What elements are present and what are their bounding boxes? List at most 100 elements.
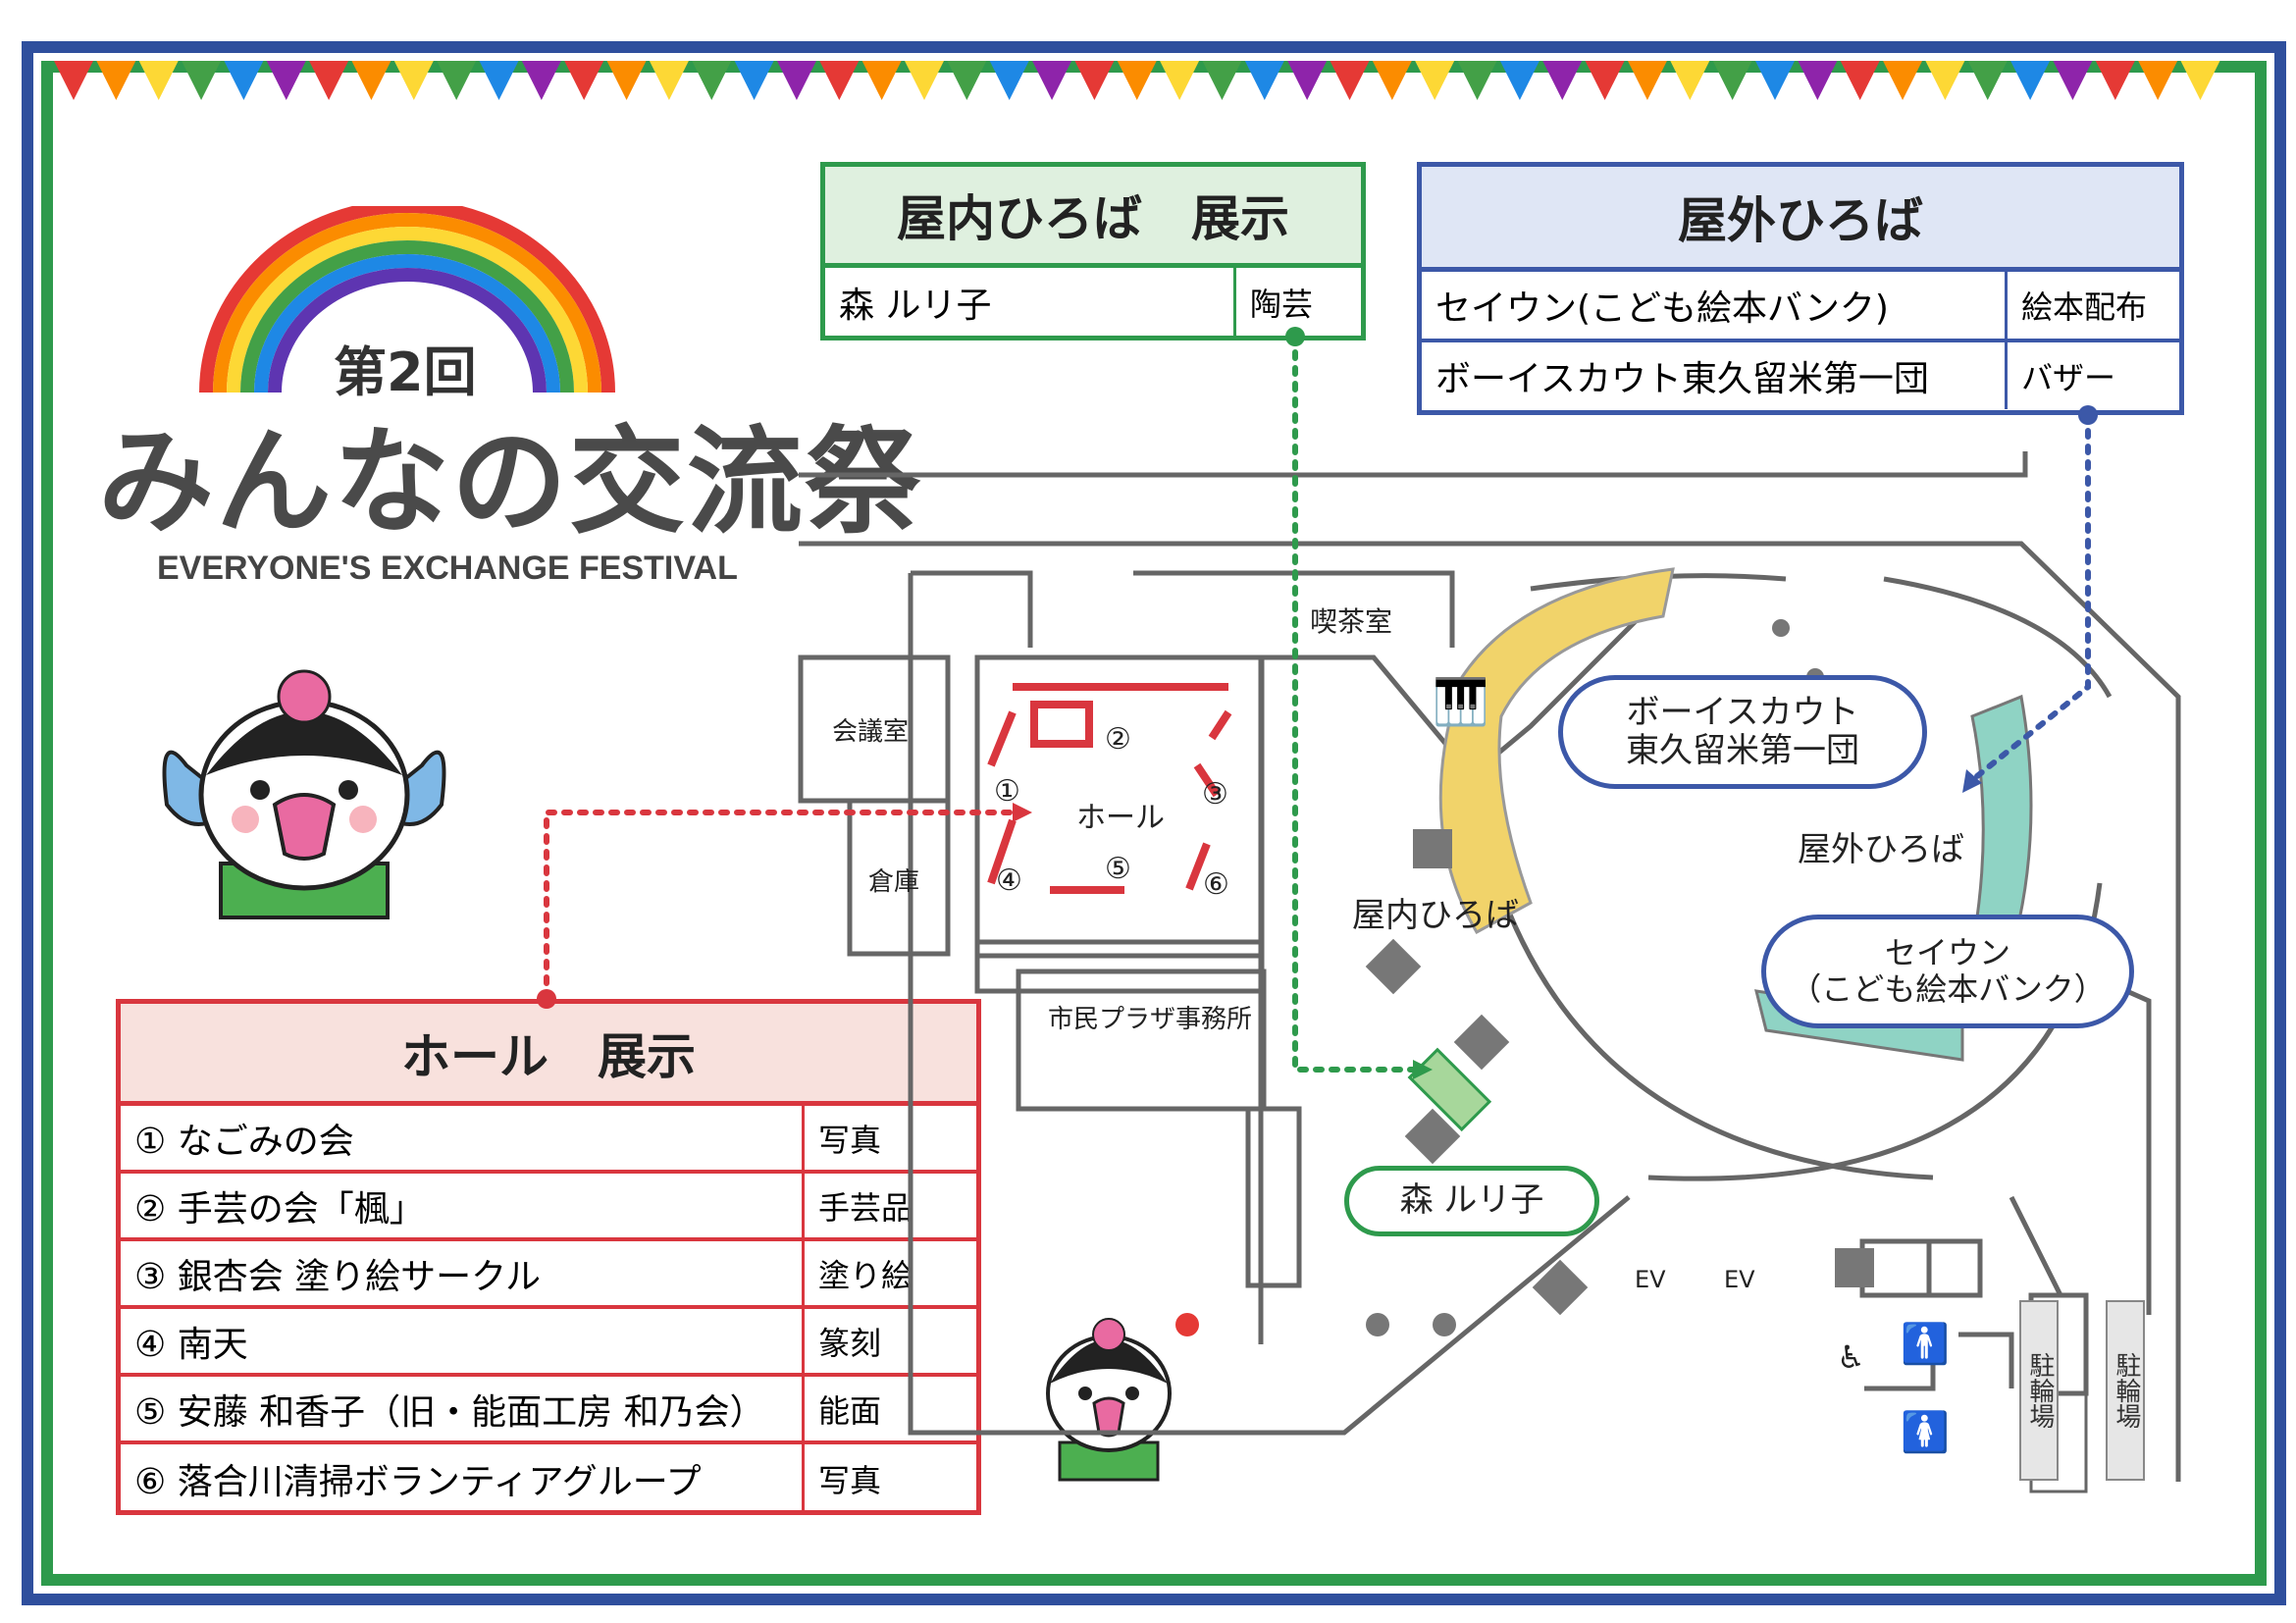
table-row: ⑤ 安藤 和香子（旧・能面工房 和乃会）能面 [121, 1377, 976, 1444]
bunting-flag [819, 61, 860, 100]
bunting-flag [1032, 61, 1072, 100]
exhibitor-name: ⑤ 安藤 和香子（旧・能面工房 和乃会） [134, 1391, 765, 1433]
exhibitor-name: ① なごみの会 [134, 1121, 354, 1162]
bunting-flag [309, 61, 349, 100]
bunting-flag [2053, 61, 2093, 100]
bunting-flag [1925, 61, 1965, 100]
exhibitor-name: ③ 銀杏会 塗り絵サークル [134, 1256, 542, 1297]
exhibit-category: 塗り絵 [802, 1241, 976, 1305]
bunting-flag [1160, 61, 1200, 100]
table-row: セイウン(こども絵本バンク) 絵本配布 [1422, 272, 2179, 342]
bunting-flag [437, 61, 477, 100]
indoor-plaza-label: 屋内ひろば [1352, 896, 1519, 935]
exhibitor-name: ② 手芸の会「楓」 [134, 1188, 425, 1230]
seiun-callout-line2: （こども絵本バンク） [1790, 970, 2106, 1008]
bunting-flag [1755, 61, 1795, 100]
bunting-flag [1117, 61, 1157, 100]
table-row: ② 手芸の会「楓」 手芸品 [121, 1174, 976, 1241]
bunting-flag [1244, 61, 1284, 100]
room-conference-label: 会議室 [832, 717, 910, 747]
bunting-flag [1798, 61, 1838, 100]
bunting-flag [905, 61, 944, 100]
table-row: ③ 銀杏会 塗り絵サークル 塗り絵 [121, 1241, 976, 1309]
table-row: ⑥ 落合川清掃ボランティアグループ 写真 [121, 1444, 976, 1512]
bunting-flag [2095, 61, 2135, 100]
bunting-flag [1670, 61, 1710, 100]
bike-parking-label: 駐輪場 [2024, 1352, 2055, 1429]
bunting-flag [1840, 61, 1880, 100]
hall-spot-3: ③ [1202, 777, 1228, 812]
room-cafe-label: 喫茶室 [1310, 605, 1393, 638]
bunting-flag [351, 61, 391, 100]
outer-frame [22, 41, 2286, 1605]
bunting-flag [989, 61, 1029, 100]
bunting-flag [1074, 61, 1115, 100]
exhibit-category: 写真 [802, 1106, 976, 1170]
indoor-table-title: 屋内ひろば 展示 [825, 167, 1361, 268]
bunting-flag [861, 61, 902, 100]
bunting-flag [266, 61, 306, 100]
bunting-flag [138, 61, 179, 100]
bunting-flag [96, 61, 136, 100]
bunting-flag [734, 61, 774, 100]
exhibit-category: 写真 [802, 1444, 976, 1512]
bunting-flag [776, 61, 816, 100]
bunting-flag [1883, 61, 1923, 100]
bunting-flags [54, 61, 2220, 100]
elevator-label: EV [1724, 1266, 1755, 1293]
logo-subtitle: EVERYONE'S EXCHANGE FESTIVAL [157, 550, 738, 587]
hall-table-title: ホール 展示 [121, 1004, 976, 1106]
seiun-callout: セイウン （こども絵本バンク） [1761, 915, 2134, 1028]
seiun-callout-line1: セイウン [1884, 934, 2010, 972]
exhibit-category: バザー [2005, 342, 2179, 409]
outdoor-plaza-label: 屋外ひろば [1798, 830, 1964, 869]
logo-title: みんなの交流祭 [98, 414, 923, 550]
table-row: ① なごみの会 写真 [121, 1106, 976, 1174]
bunting-flag [393, 61, 434, 100]
hall-spot-4: ④ [996, 864, 1022, 898]
outdoor-table-title: 屋外ひろば [1422, 167, 2179, 272]
bunting-flag [224, 61, 264, 100]
hall-spot-5: ⑤ [1105, 852, 1131, 886]
table-row: 森 ルリ子 陶芸 [825, 268, 1361, 336]
scout-callout-line1: ボーイスカウト [1626, 692, 1859, 732]
rainbow-icon [199, 206, 615, 393]
bike-parking-2: 駐輪場 [2106, 1300, 2145, 1481]
accessible-icon: ♿ [1837, 1338, 1865, 1376]
table-row: ④ 南天 篆刻 [121, 1309, 976, 1377]
bird-mascot-small-icon [1046, 1313, 1199, 1482]
bunting-flag [1330, 61, 1370, 100]
bunting-flag [2010, 61, 2051, 100]
bunting-flag [649, 61, 689, 100]
inner-frame [41, 61, 2267, 1586]
bunting-flag [1499, 61, 1539, 100]
bird-mascot-icon [162, 669, 446, 919]
bunting-flag [1372, 61, 1412, 100]
exhibit-category: 手芸品 [802, 1174, 976, 1237]
bunting-flag [2138, 61, 2178, 100]
room-storage-label: 倉庫 [868, 867, 920, 897]
womens-restroom-icon: 🚺 [1901, 1410, 1950, 1455]
outdoor-exhibit-table: 屋外ひろば セイウン(こども絵本バンク) 絵本配布 ボーイスカウト東久留米第一団… [1417, 162, 2184, 415]
exhibitor-name: ⑥ 落合川清掃ボランティアグループ [134, 1461, 702, 1502]
bike-parking-label: 駐輪場 [2111, 1352, 2141, 1429]
mori-callout: 森 ルリ子 [1344, 1166, 1599, 1236]
bunting-flag [1712, 61, 1752, 100]
bunting-flag [2180, 61, 2220, 100]
table-row: ボーイスカウト東久留米第一団 バザー [1422, 342, 2179, 409]
piano-icon: 🎹 [1433, 675, 1489, 728]
bunting-flag [1202, 61, 1242, 100]
bunting-flag [947, 61, 987, 100]
bunting-flag [182, 61, 222, 100]
bunting-flag [1627, 61, 1667, 100]
exhibitor-name: ④ 南天 [134, 1324, 248, 1365]
logo-edition: 第2回 [334, 341, 477, 403]
bunting-flag [479, 61, 519, 100]
bunting-flag [1287, 61, 1328, 100]
scout-callout-line2: 東久留米第一団 [1626, 731, 1859, 770]
hall-spot-6: ⑥ [1203, 867, 1229, 902]
exhibit-category: 篆刻 [802, 1309, 976, 1373]
